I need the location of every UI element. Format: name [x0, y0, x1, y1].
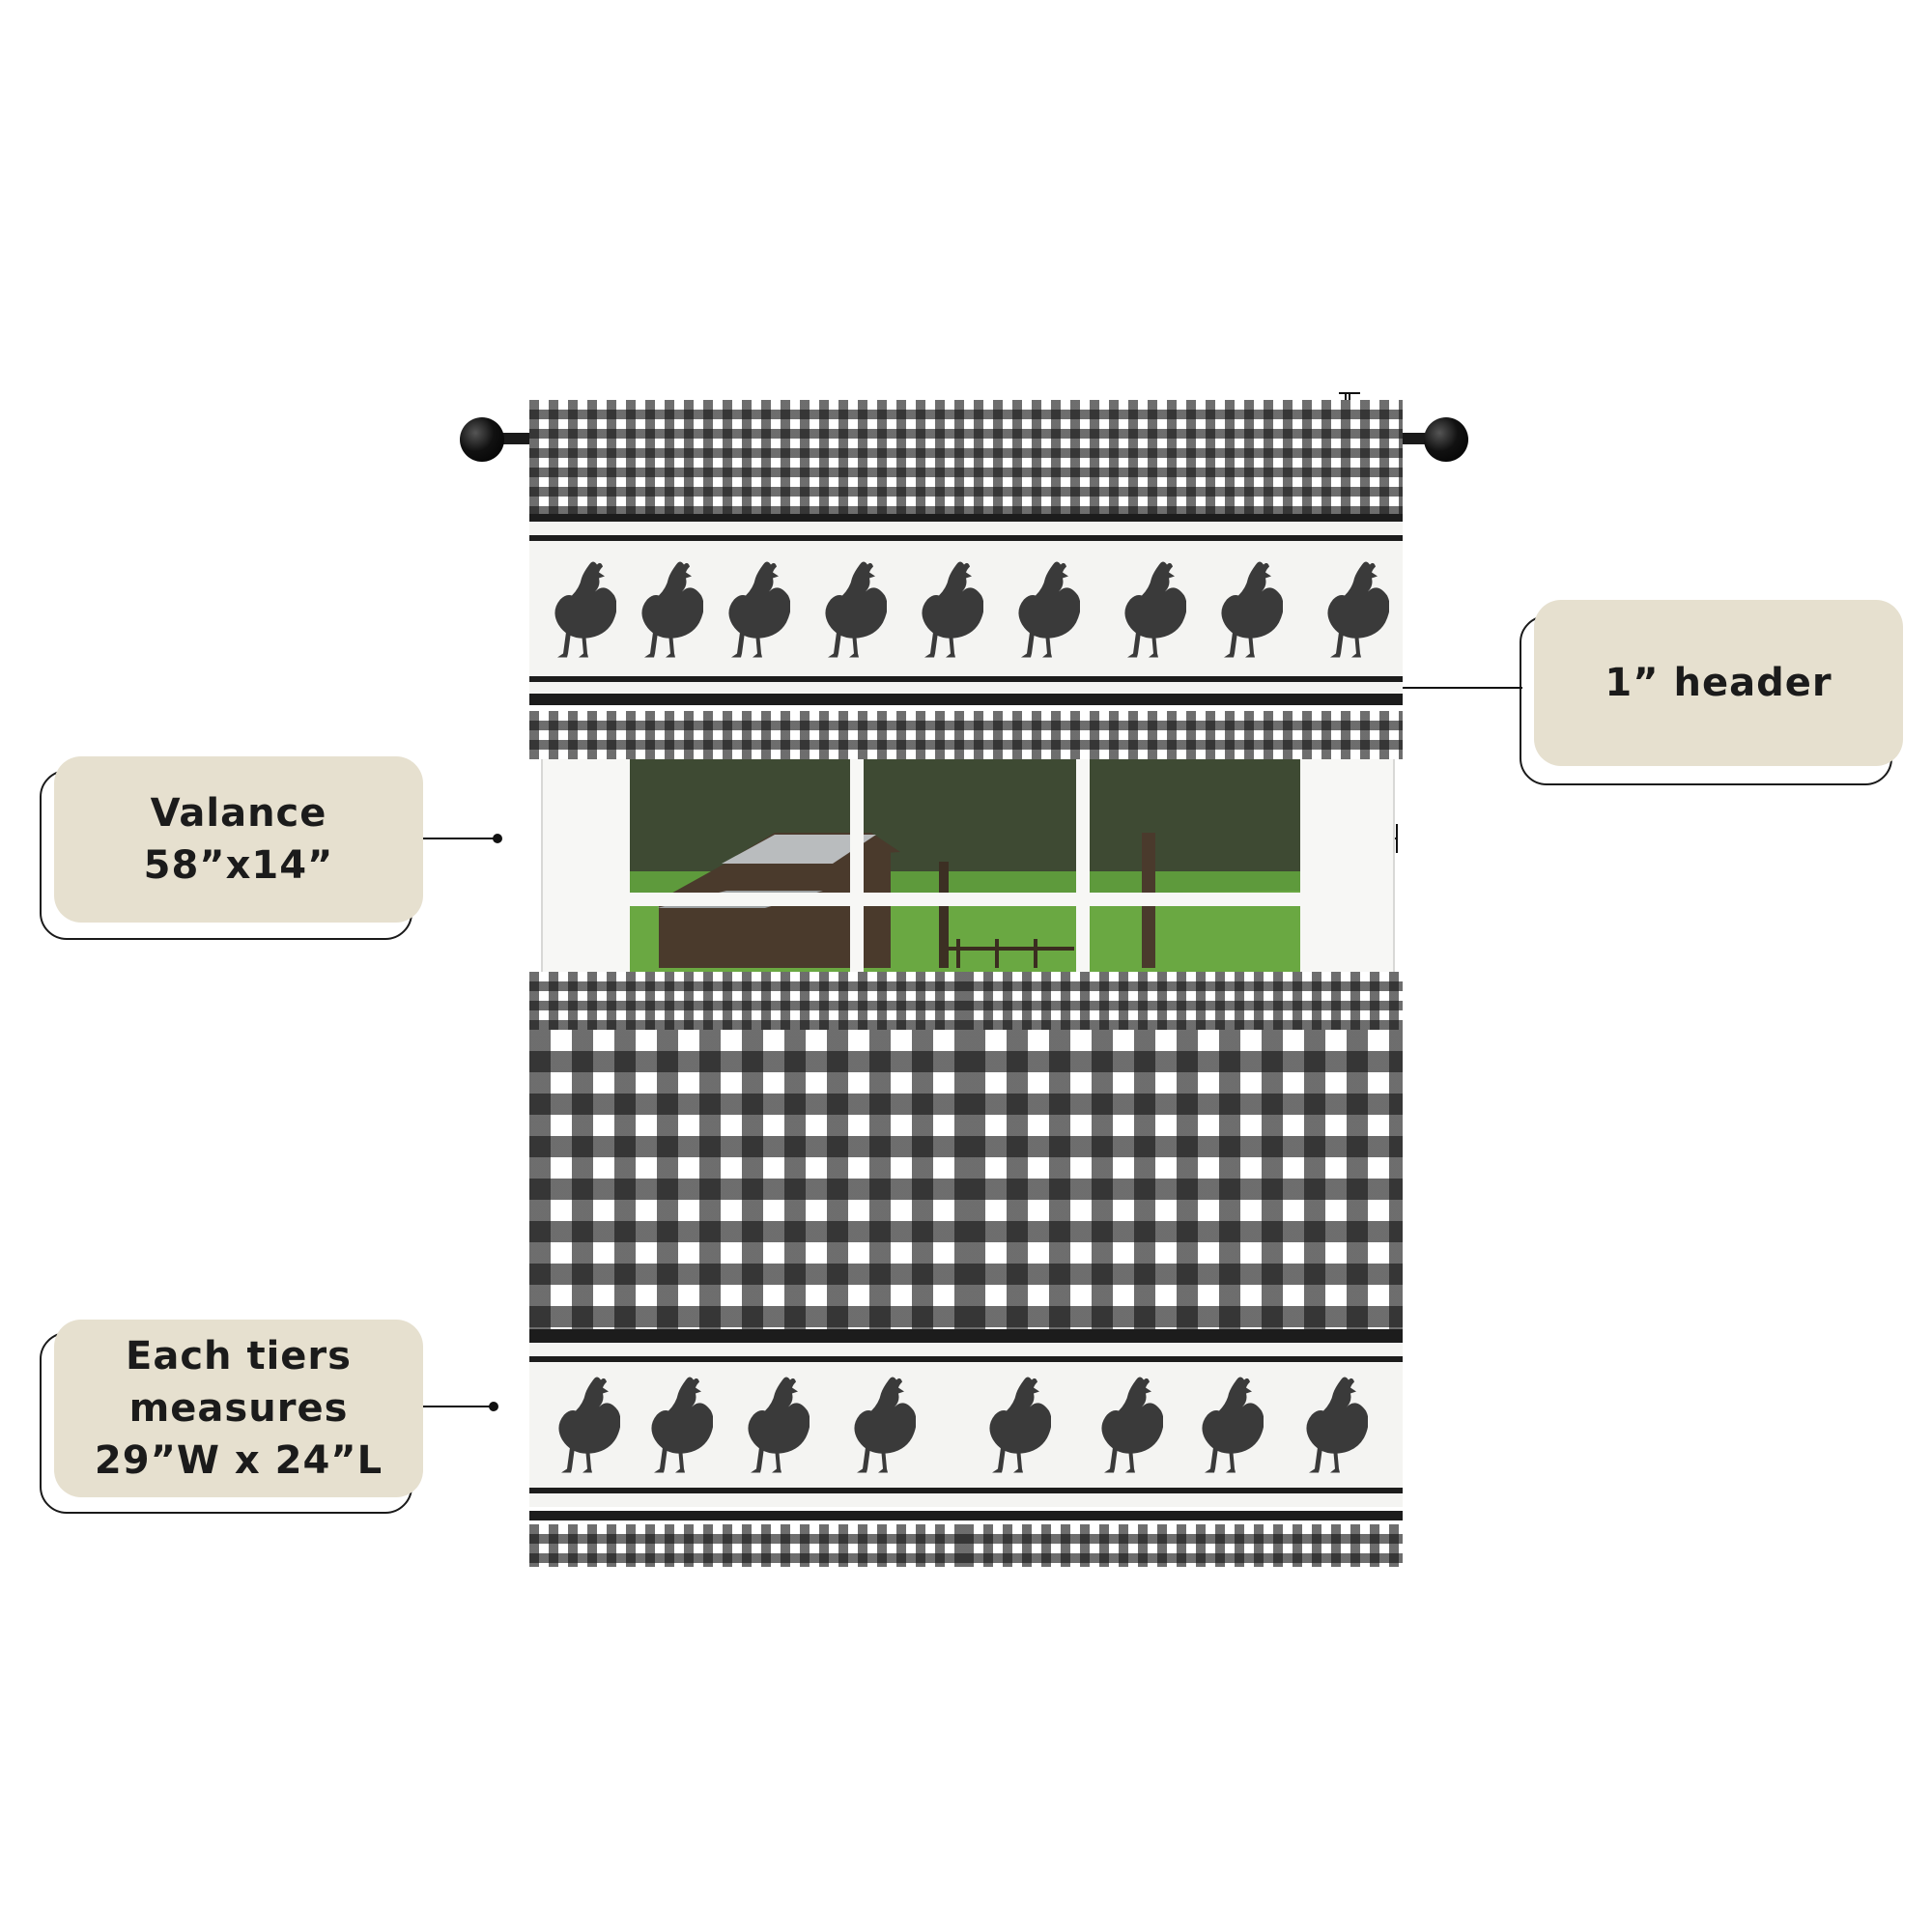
- tier-right-hem-gingham: [964, 1524, 1403, 1567]
- header-callout: 1” header: [1534, 600, 1903, 766]
- rooster-icon: [728, 561, 790, 658]
- tier-left-stripe-top: [529, 1329, 964, 1343]
- tier-left-hem-gingham: [529, 1524, 964, 1567]
- header-callout-text: 1” header: [1605, 661, 1833, 705]
- tiers-callout-line-3: 29”W x 24”L: [94, 1438, 384, 1483]
- rooster-icon: [989, 1377, 1051, 1473]
- tiers-callout-line-2: measures: [128, 1386, 349, 1431]
- valance-stripe-bottom: [529, 694, 1403, 705]
- tier-left-band-rule-bottom: [529, 1488, 964, 1493]
- valance-stripe-top: [529, 514, 1403, 522]
- tier-right-band-rule-top: [964, 1356, 1403, 1362]
- tiers-callout: Each tiers measures 29”W x 24”L: [54, 1320, 423, 1497]
- tier-right-roosters: [989, 1377, 1368, 1473]
- rooster-icon: [825, 561, 887, 658]
- valance-width-cap-right: [1396, 824, 1398, 853]
- rooster-icon: [554, 561, 616, 658]
- valance-leader-dot: [493, 834, 502, 843]
- rod-finial-left: [460, 417, 504, 462]
- valance-header-gingham: [529, 400, 1403, 514]
- rooster-icon: [854, 1377, 916, 1473]
- valance-callout: Valance 58”x14”: [54, 756, 423, 923]
- window-mullion-vertical-2: [1076, 755, 1090, 974]
- tier-right-stripe-top: [964, 1329, 1403, 1343]
- tier-right: [964, 972, 1403, 1567]
- tier-left-body-gingham: [529, 1030, 964, 1329]
- rod-finial-right: [1424, 417, 1468, 462]
- tiers-leader: [423, 1406, 495, 1407]
- rooster-icon: [922, 561, 983, 658]
- valance-band-rule-bottom: [529, 676, 1403, 682]
- valance-callout-size: 58”x14”: [143, 843, 334, 888]
- valance-roosters: [554, 561, 1389, 658]
- tier-left-header-gingham: [529, 972, 964, 1030]
- valance-rooster-band: [529, 522, 1403, 694]
- header-measure-cap-top: [1339, 392, 1360, 394]
- tier-right-body-gingham: [964, 1030, 1403, 1329]
- valance-hem-gingham: [529, 711, 1403, 759]
- rooster-icon: [1306, 1377, 1368, 1473]
- rooster-icon: [1327, 561, 1389, 658]
- tier-right-header-gingham: [964, 972, 1403, 1030]
- window-view: [630, 755, 1300, 974]
- window-mullion-vertical-1: [850, 755, 864, 974]
- tiers-callout-line-1: Each tiers: [126, 1334, 352, 1378]
- valance-callout-title: Valance: [150, 791, 327, 836]
- valance: [529, 400, 1403, 759]
- rooster-icon: [1101, 1377, 1163, 1473]
- tier-left-roosters: [558, 1377, 916, 1473]
- rooster-icon: [748, 1377, 810, 1473]
- rooster-icon: [641, 561, 703, 658]
- rooster-icon: [651, 1377, 713, 1473]
- rooster-icon: [1202, 1377, 1264, 1473]
- tier-left-rooster-band: [529, 1343, 964, 1507]
- tier-left-band-rule-top: [529, 1356, 964, 1362]
- tier-right-band-rule-bottom: [964, 1488, 1403, 1493]
- rooster-icon: [1124, 561, 1186, 658]
- rooster-icon: [558, 1377, 620, 1473]
- valance-leader: [423, 838, 498, 839]
- tier-left-stripe-bottom: [529, 1511, 964, 1520]
- valance-band-rule-top: [529, 535, 1403, 541]
- rooster-icon: [1221, 561, 1283, 658]
- tier-right-stripe-bottom: [964, 1511, 1403, 1520]
- farm-scene-image: [630, 755, 1300, 974]
- rooster-icon: [1018, 561, 1080, 658]
- tiers-leader-dot: [489, 1402, 498, 1411]
- header-leader-horizontal: [1345, 687, 1522, 689]
- tier-left: [529, 972, 964, 1567]
- tier-right-rooster-band: [964, 1343, 1403, 1507]
- window-mullion-horizontal: [630, 893, 1300, 906]
